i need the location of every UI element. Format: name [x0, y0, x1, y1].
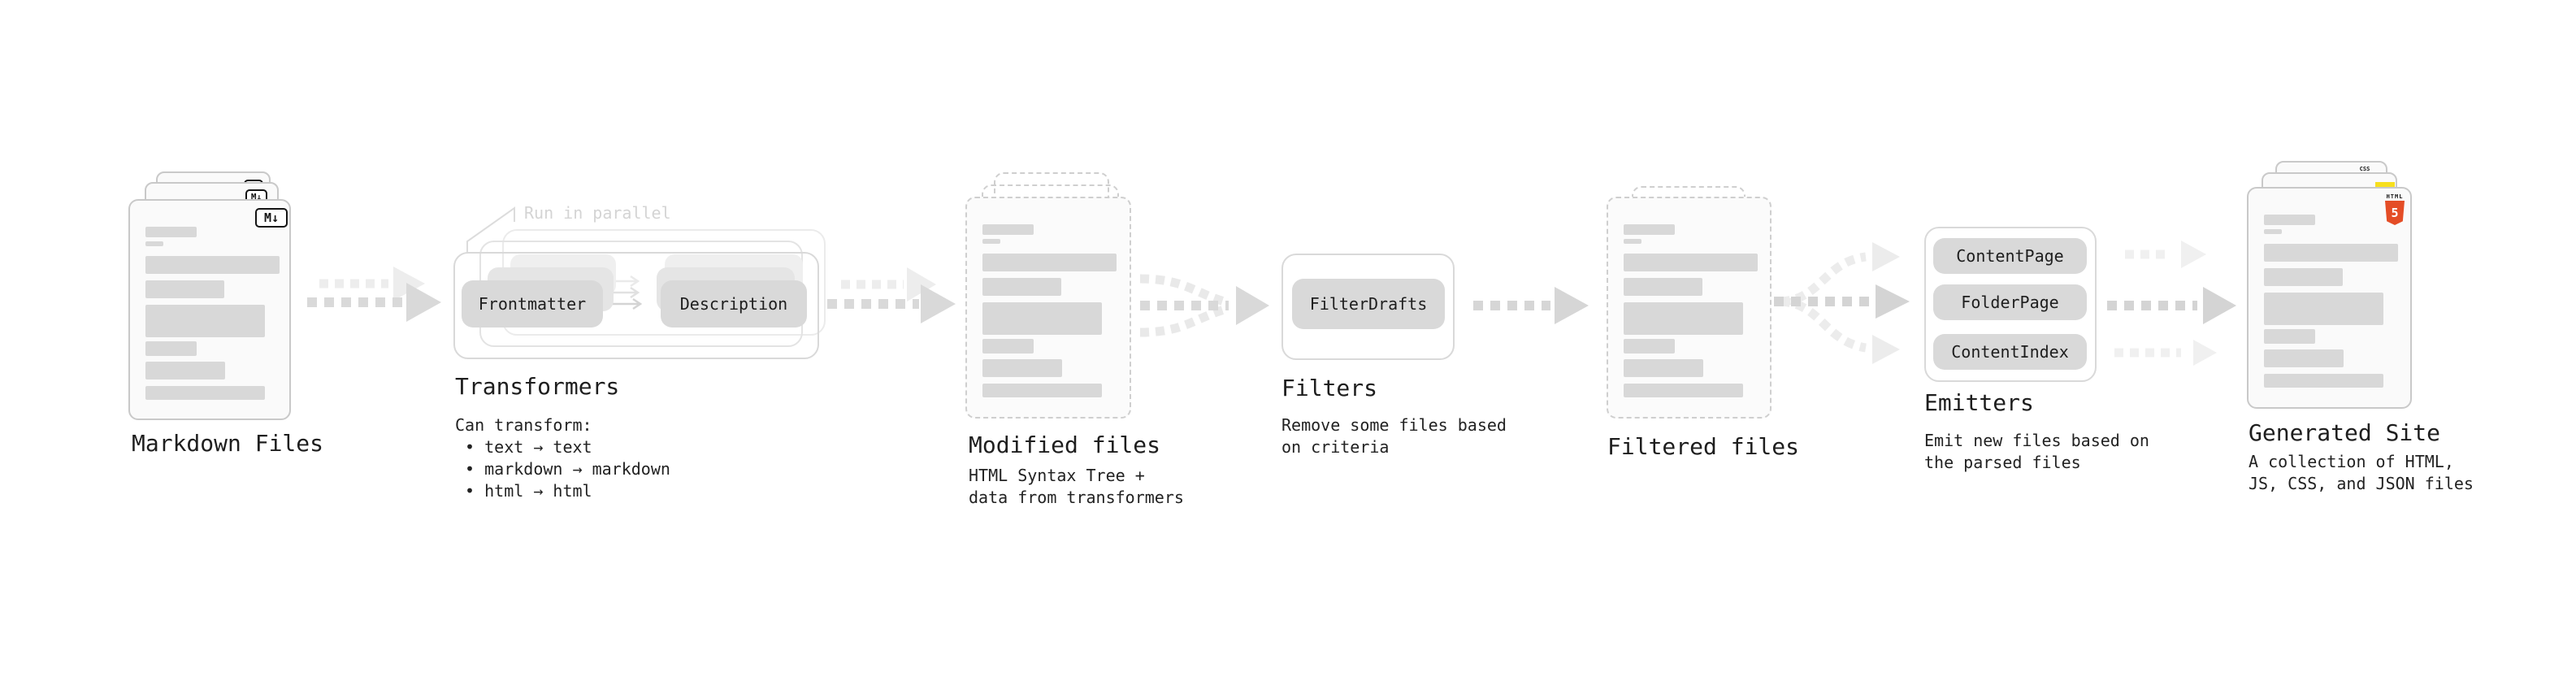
filters-title: Filters — [1281, 375, 1378, 401]
html5-icon: HTML 5 — [2385, 193, 2405, 225]
skeleton-line — [1624, 278, 1702, 296]
filters-frame — [1281, 254, 1455, 360]
skeleton-line — [982, 359, 1062, 377]
skeleton-line — [145, 341, 197, 356]
filtered-doc-front — [1607, 197, 1772, 419]
skeleton-line — [1624, 239, 1641, 244]
skeleton-line — [1624, 339, 1675, 354]
skeleton-line — [2264, 293, 2383, 325]
skeleton-line — [1624, 254, 1758, 271]
filterdrafts-chip: FilterDrafts — [1292, 279, 1445, 329]
arrows-emitters-to-site — [2107, 241, 2236, 366]
skeleton-line — [145, 241, 163, 246]
skeleton-line — [145, 362, 225, 380]
skeleton-line — [982, 302, 1102, 335]
skeleton-line — [2264, 215, 2315, 225]
arrow-filtered-to-emitters — [1774, 242, 1910, 364]
generated-site-description: A collection of HTML, JS, CSS, and JSON … — [2249, 452, 2474, 493]
skeleton-line — [145, 305, 265, 337]
skeleton-line — [2264, 229, 2282, 234]
skeleton-line — [145, 227, 197, 237]
skeleton-line — [145, 280, 224, 298]
contentpage-chip: ContentPage — [1933, 238, 2087, 274]
html5-icon-shield: 5 — [2385, 201, 2405, 225]
skeleton-line — [1624, 359, 1703, 377]
skeleton-line — [982, 278, 1061, 296]
contentindex-chip: ContentIndex — [1933, 334, 2087, 370]
description-chip: Description — [661, 280, 807, 327]
site-doc-front: HTML 5 — [2247, 187, 2412, 409]
arrow-modified-to-filters — [1139, 274, 1269, 337]
html5-icon-label: HTML — [2386, 193, 2404, 200]
html5-icon-number: 5 — [2391, 206, 2399, 220]
filtered-files-title: Filtered files — [1607, 433, 1800, 460]
emitters-title: Emitters — [1924, 389, 2034, 416]
arrow-transformers-to-modified — [827, 267, 956, 323]
css-icon-label: CSS — [2359, 166, 2370, 172]
modified-files-description: HTML Syntax Tree + data from transformer… — [969, 466, 1184, 507]
parallel-note: Run in parallel — [524, 203, 671, 223]
skeleton-line — [2264, 268, 2343, 286]
parallel-note-connector-line — [466, 206, 515, 253]
skeleton-line — [1624, 384, 1743, 397]
markdown-icon: M↓ — [255, 208, 288, 228]
chip-arrows-frontmatter-to-description — [609, 275, 643, 310]
emitters-description: Emit new files based on the parsed files — [1924, 431, 2149, 472]
transformers-title: Transformers — [455, 373, 620, 400]
skeleton-line — [982, 254, 1117, 271]
transformer-frame-front — [453, 252, 819, 359]
skeleton-line — [982, 339, 1034, 354]
transformers-description: Can transform: • text → text • markdown … — [455, 415, 670, 501]
skeleton-line — [982, 224, 1034, 235]
skeleton-line — [145, 256, 280, 274]
folderpage-chip: FolderPage — [1933, 284, 2087, 320]
filters-description: Remove some files based on criteria — [1281, 415, 1507, 457]
skeleton-line — [2264, 374, 2383, 388]
modified-files-title: Modified files — [969, 432, 1161, 458]
skeleton-line — [982, 239, 1000, 244]
modified-doc-front — [965, 197, 1131, 419]
arrow-markdown-to-transformers — [307, 267, 441, 322]
skeleton-line — [2264, 244, 2398, 262]
skeleton-line — [2264, 349, 2344, 367]
emitters-frame — [1924, 227, 2097, 382]
skeleton-line — [982, 384, 1102, 397]
markdown-files-title: Markdown Files — [132, 430, 324, 457]
generated-site-title: Generated Site — [2249, 419, 2441, 446]
skeleton-line — [1624, 224, 1675, 235]
skeleton-line — [145, 386, 265, 400]
frontmatter-chip: Frontmatter — [462, 280, 603, 327]
skeleton-line — [1624, 302, 1743, 335]
skeleton-line — [2264, 329, 2315, 344]
markdown-doc-front: M↓ — [128, 199, 291, 420]
arrow-filters-to-filtered — [1473, 287, 1589, 324]
